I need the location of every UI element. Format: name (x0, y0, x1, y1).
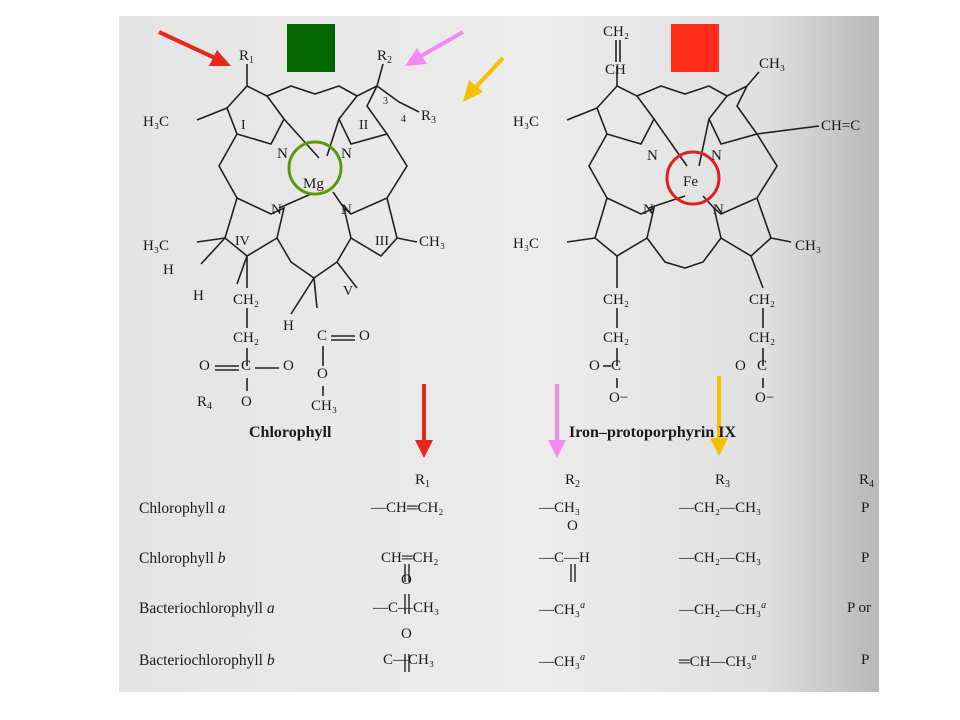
ch2-chlorophyll-1: CH₂ (233, 292, 260, 308)
textbook-page-scan: R1 R2 R3 3 4 H₃C I II N N Mg N N H₃C IV … (119, 16, 879, 692)
h-ring-iv: H (193, 288, 204, 304)
row-r2: —CH₃a (539, 652, 586, 670)
methyl-left-bottom: H₃C (143, 238, 170, 254)
heme-ch2-right-1: CH₂ (749, 292, 776, 308)
heme-ch2-left-1: CH₂ (603, 292, 630, 308)
row-r1: —C—CH₃ (373, 600, 440, 616)
heme-top-ch2: CH₂ (603, 24, 630, 40)
row-r4: P (861, 550, 870, 566)
magnesium-label: Mg (303, 176, 324, 192)
o-ring-v-carbonyl: O (359, 328, 370, 344)
row-name: Chlorophyll a (139, 500, 226, 517)
heme-h3c-top-left: H₃C (513, 114, 540, 130)
h-ring-v: H (283, 318, 294, 334)
heme-o-right: O (735, 358, 746, 374)
table-header-r3: R3 (715, 472, 731, 490)
ring-iii-label: III (375, 234, 389, 249)
r2-label: R2 (377, 48, 393, 66)
heme-structure (566, 40, 820, 388)
heme-h3c-bottom-left: H₃C (513, 236, 540, 252)
heme-ch3-top-right: CH₃ (759, 56, 786, 72)
o-ester-r4: O (241, 394, 252, 410)
row-r2: —CH₃a (539, 600, 586, 618)
arrow-r1-column (415, 384, 433, 458)
arrow-r3-column (710, 376, 728, 456)
heme-n-top-right: N (711, 148, 722, 164)
heme-n-bottom-left: N (643, 202, 654, 218)
heme-n-top-left: N (647, 148, 658, 164)
methyl-left-top: H₃C (143, 114, 170, 130)
heme-ch2-right-2: CH₂ (749, 330, 776, 346)
row-r4: P (861, 500, 870, 516)
ch3-ring-v: CH₃ (311, 398, 338, 414)
row-r2-top: O (567, 518, 578, 534)
heme-ch2-left-2: CH₂ (603, 330, 630, 346)
row-r3: ═CH—CH₃a (679, 652, 757, 670)
table-header-r2: R2 (565, 472, 581, 490)
ring-iv-label: IV (235, 234, 250, 249)
row-r1-top: O (401, 626, 412, 642)
o-ring-v-ester: O (317, 366, 328, 382)
ring-i-label: I (241, 118, 246, 133)
arrow-r3-structure (463, 56, 505, 102)
heme-c-right: C (757, 358, 768, 374)
r4-label: R4 (197, 394, 213, 412)
heme-vinyl-right: CH=C (821, 118, 861, 134)
o-ester-single: O (283, 358, 294, 374)
c-ring-v: C (317, 328, 328, 344)
ring-v-label: V (343, 284, 354, 299)
heme-title: Iron–protoporphyrin IX (569, 424, 736, 441)
arrow-r2-structure (405, 30, 464, 66)
table-header-r1: R1 (415, 472, 431, 490)
heme-n-bottom-right: N (713, 202, 724, 218)
n-bottom-left: N (271, 202, 282, 218)
row-r2: —C—H (539, 550, 590, 566)
magnesium-highlight-circle (287, 140, 343, 196)
arrow-r2-column (548, 384, 566, 458)
heme-o-left: O (589, 358, 600, 374)
r1-label: R1 (239, 48, 255, 66)
row-r2: —CH₃ (539, 500, 581, 516)
ch2-chlorophyll-2: CH₂ (233, 330, 260, 346)
row-r1: CH═CH₂ (381, 550, 439, 566)
row-r4: P or (847, 600, 872, 616)
position-4-label: 4 (401, 114, 406, 125)
n-bottom-right: N (341, 202, 352, 218)
o-ester-double: O (199, 358, 210, 374)
chlorophyll-structure (196, 63, 420, 396)
iron-label: Fe (683, 174, 698, 190)
row-name: Bacteriochlorophyll a (139, 600, 275, 617)
ring-ii-label: II (359, 118, 369, 133)
arrow-r1-structure (158, 30, 231, 66)
methyl-right: CH₃ (419, 234, 446, 250)
row-r3: —CH₂—CH₃a (679, 600, 767, 618)
row-r3: —CH₂—CH₃ (679, 550, 762, 566)
row-r1-top: O (401, 572, 412, 588)
heme-ch3-bottom-right: CH₃ (795, 238, 822, 254)
page-background (119, 16, 879, 692)
row-r4: P (861, 652, 870, 668)
n-top-left: N (277, 146, 288, 162)
green-color-square (287, 24, 335, 72)
position-3-label: 3 (383, 96, 388, 107)
row-name: Bacteriochlorophyll b (139, 652, 275, 669)
table-header-r4: R4 (859, 472, 875, 490)
c-ester: C (241, 358, 252, 374)
red-color-square (671, 24, 719, 72)
heme-c-left: C (611, 358, 622, 374)
row-r1: C—CH₃ (383, 652, 435, 668)
heme-o-minus-left: O− (609, 390, 629, 406)
heme-o-minus-right: O− (755, 390, 775, 406)
heme-top-ch: CH (605, 62, 626, 78)
h-left: H (163, 262, 174, 278)
r3-label: R3 (421, 108, 437, 126)
row-r3: —CH₂—CH₃ (679, 500, 762, 516)
chlorophyll-title: Chlorophyll (249, 424, 332, 441)
n-top-right: N (341, 146, 352, 162)
row-name: Chlorophyll b (139, 550, 226, 567)
r-group-bonds (404, 564, 576, 672)
iron-highlight-circle (665, 150, 721, 206)
row-r1: —CH═CH₂ (371, 500, 444, 516)
